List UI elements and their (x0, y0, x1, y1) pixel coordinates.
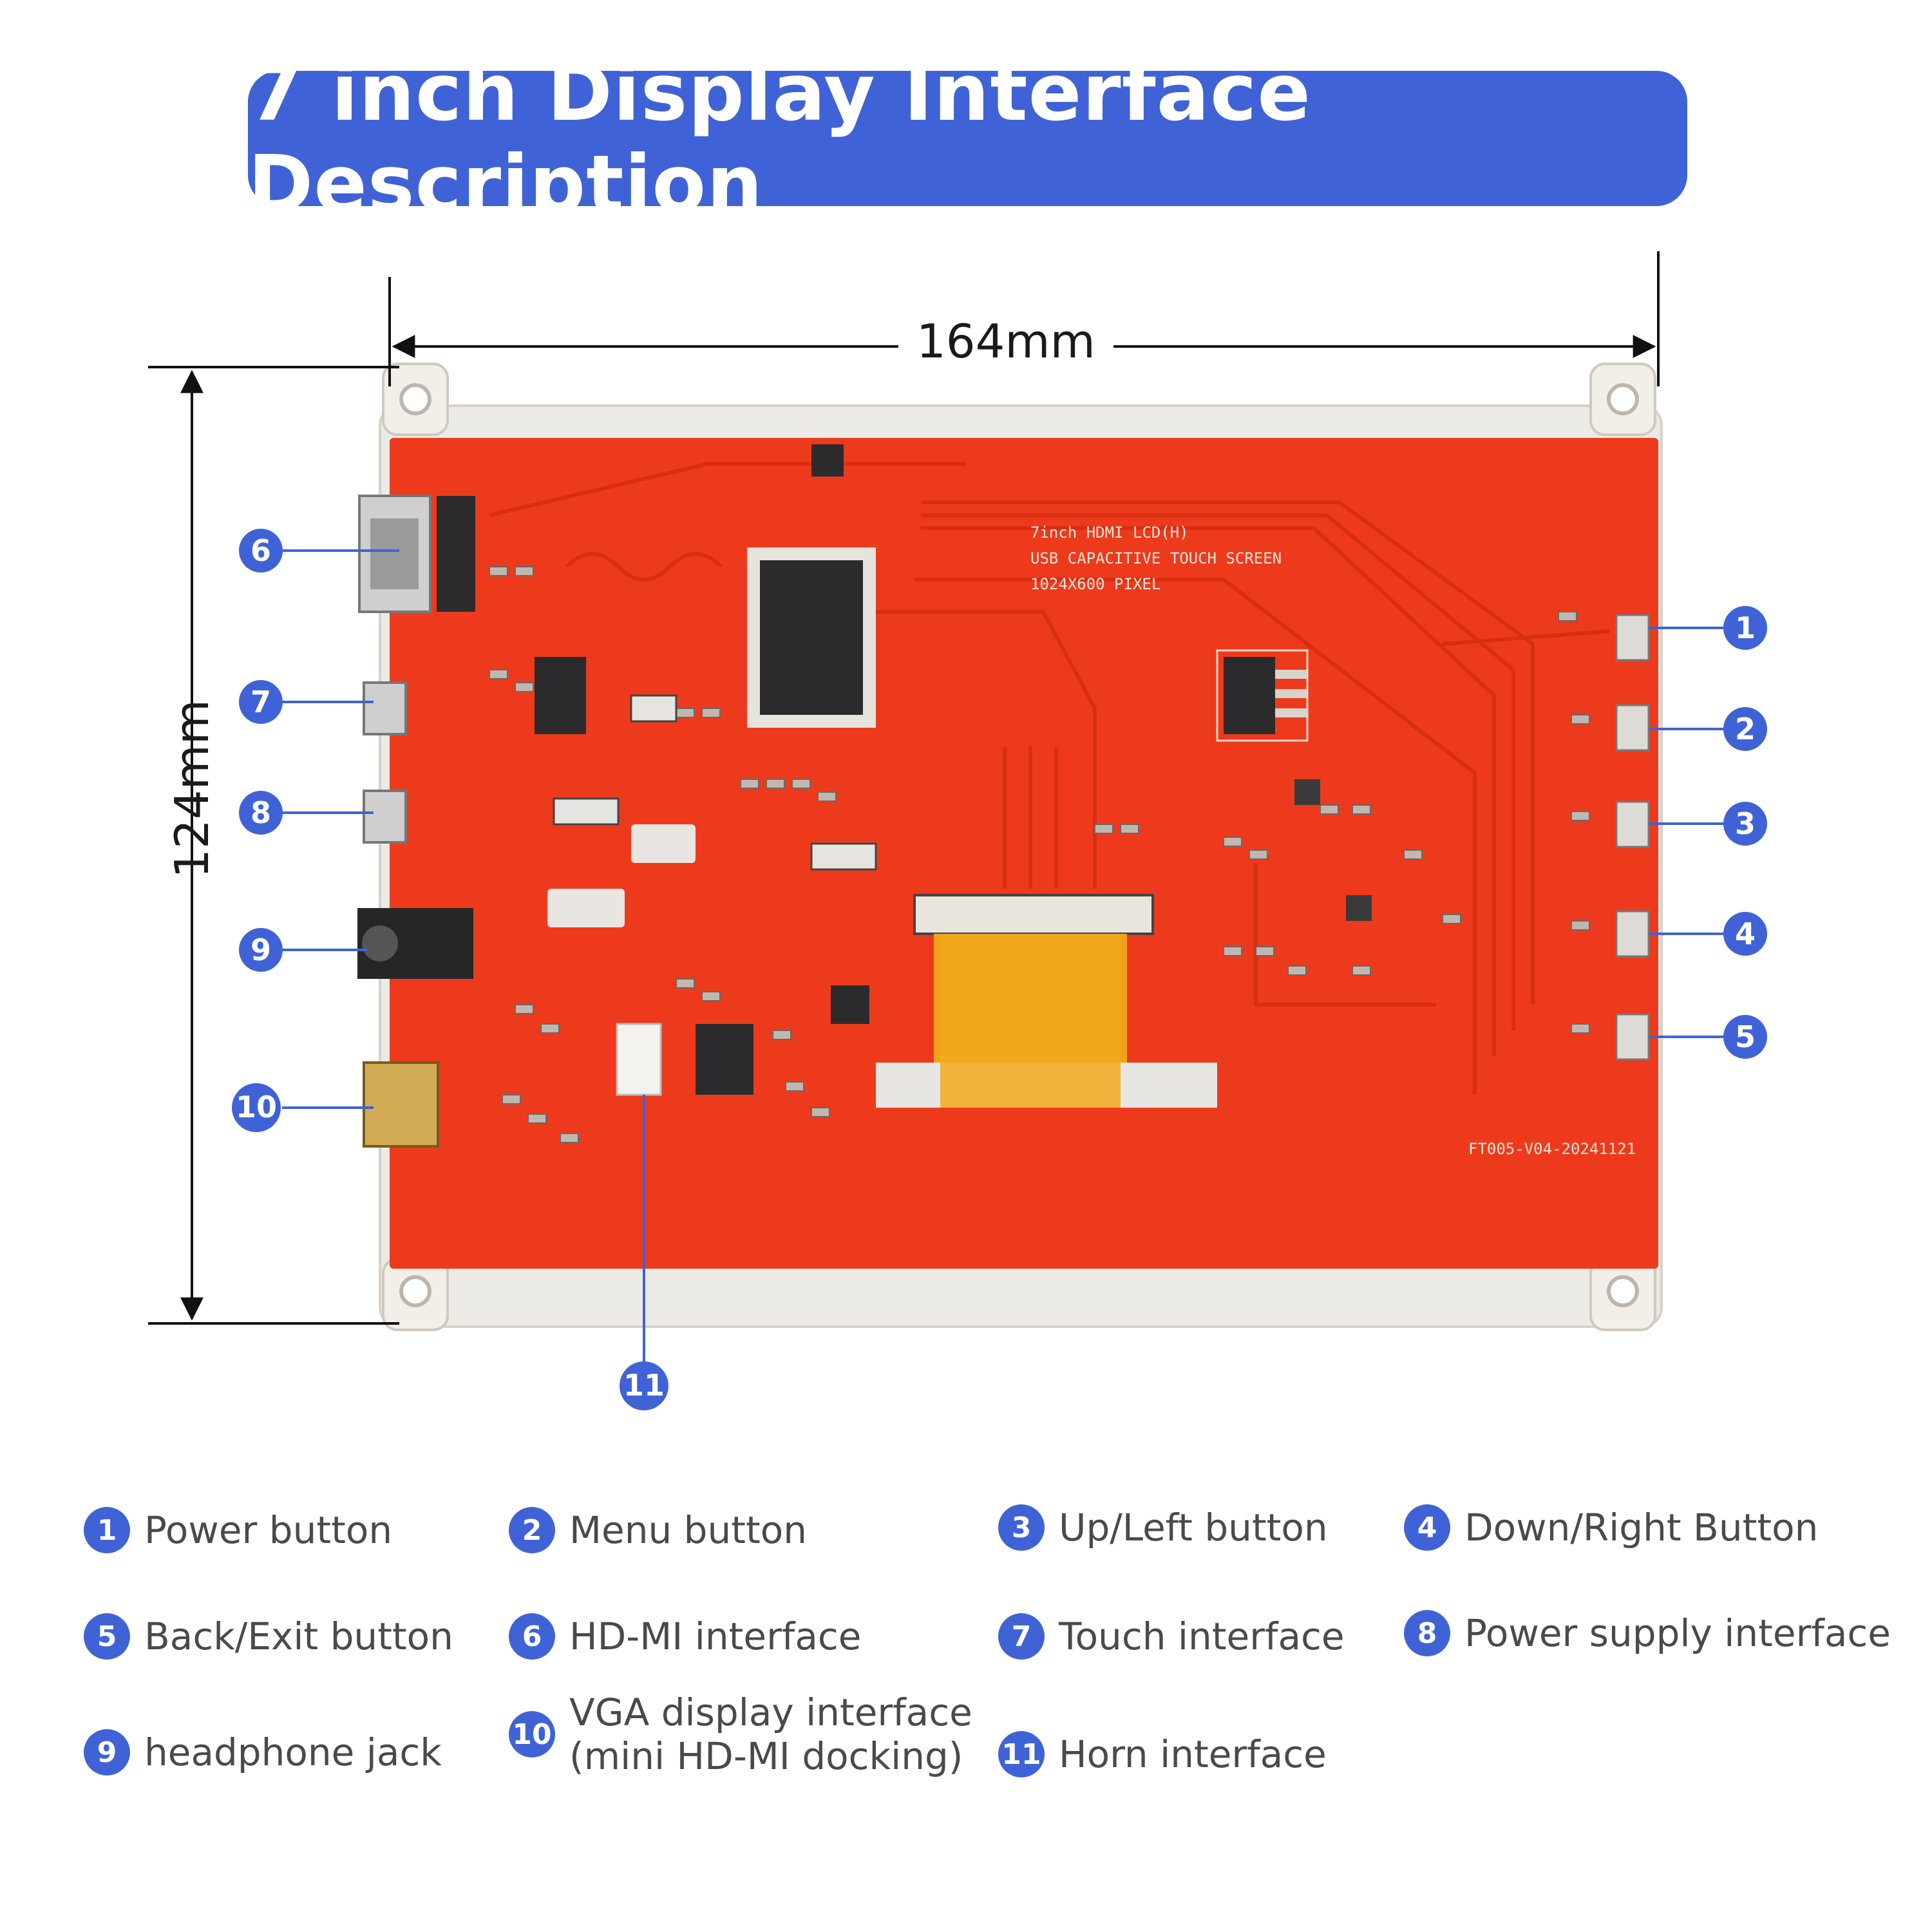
small-fpc-connector (810, 842, 877, 871)
callout-badge-8: 8 (239, 791, 283, 835)
board-version-label: FT005-V04-20241121 (1468, 1140, 1636, 1158)
svg-text:5: 5 (1735, 1019, 1756, 1054)
height-dimension (148, 366, 399, 1325)
legend-item-6: 6 HD-MI interface (509, 1613, 861, 1660)
ic-chip (535, 657, 586, 734)
silkscreen-line-3: 1024X600 PIXEL (1030, 575, 1160, 593)
main-chip (747, 547, 876, 728)
micro-usb-power-port (363, 790, 407, 844)
legend-number-badge: 7 (998, 1613, 1045, 1660)
legend-number-badge: 10 (509, 1711, 555, 1758)
callout-badge-6: 6 (239, 529, 283, 573)
legend-label: Power button (144, 1508, 393, 1552)
side-buttons (1615, 614, 1650, 1061)
silkscreen-line-2: USB CAPACITIVE TOUCH SCREEN (1030, 549, 1282, 567)
horn-connector (616, 1023, 662, 1096)
fpc-ribbon (876, 894, 1217, 1108)
voltage-regulator (1216, 649, 1309, 742)
micro-usb-touch-port (363, 681, 407, 735)
svg-text:3: 3 (1735, 806, 1756, 841)
legend-label: Power supply interface (1464, 1611, 1891, 1655)
ic-chip (696, 1024, 753, 1095)
legend-item-2: 2 Menu button (509, 1507, 807, 1553)
legend-item-5: 5 Back/Exit button (84, 1613, 453, 1660)
svg-text:4: 4 (1735, 916, 1756, 951)
board-cutout (631, 824, 696, 863)
legend-number-badge: 6 (509, 1613, 555, 1660)
legend-item-9: 9 headphone jack (84, 1729, 442, 1776)
small-fpc-connector (553, 797, 620, 826)
small-fpc-connector (630, 694, 677, 723)
legend-label: Up/Left button (1059, 1505, 1328, 1549)
width-dimension-label: 164mm (898, 314, 1113, 368)
inductor (1346, 895, 1372, 921)
legend-label: Horn interface (1059, 1732, 1327, 1776)
board-cutout (547, 889, 625, 927)
page-title: 7 inch Display Interface Description (248, 47, 1312, 230)
headphone-jack-port (357, 908, 473, 979)
pcb-traces (489, 462, 1611, 1095)
smd-components (489, 566, 1590, 1143)
legend-item-10: 10 VGA display interface (mini HD-MI doc… (509, 1690, 972, 1779)
legend-number-badge: 5 (84, 1613, 130, 1660)
legend-label: HD-MI interface (569, 1614, 862, 1658)
legend-number-badge: 8 (1404, 1610, 1450, 1656)
legend-number-badge: 3 (998, 1504, 1045, 1551)
callout-leaders (282, 549, 1725, 1362)
svg-text:10: 10 (236, 1090, 277, 1124)
legend-item-4: 4 Down/Right Button (1404, 1504, 1818, 1551)
callout-badge-10: 10 (232, 1083, 281, 1132)
callout-badge-9: 9 (239, 928, 283, 972)
callout-badge-11: 11 (620, 1361, 668, 1410)
callout-badge-7: 7 (239, 680, 283, 724)
ic-chip (831, 985, 869, 1024)
inductor (1294, 779, 1320, 805)
legend-number-badge: 9 (84, 1729, 130, 1776)
legend-item-7: 7 Touch interface (998, 1613, 1345, 1660)
callout-badge-4: 4 (1723, 912, 1767, 956)
hdmi-port (358, 495, 475, 613)
svg-text:11: 11 (623, 1368, 665, 1403)
legend-label: headphone jack (144, 1730, 442, 1774)
legend-label: Touch interface (1059, 1614, 1345, 1658)
legend-number-badge: 4 (1404, 1504, 1450, 1551)
legend-number-badge: 11 (998, 1731, 1045, 1777)
legend-item-1: 1 Power button (84, 1507, 392, 1553)
callout-badge-3: 3 (1723, 802, 1767, 846)
svg-text:6: 6 (251, 533, 271, 568)
legend-number-badge: 2 (509, 1507, 555, 1553)
mini-hdmi-port (363, 1061, 439, 1148)
legend-item-3: 3 Up/Left button (998, 1504, 1328, 1551)
svg-text:1: 1 (1735, 611, 1756, 645)
svg-text:8: 8 (251, 795, 271, 830)
legend-label: Menu button (569, 1508, 807, 1552)
ic-chip (811, 444, 844, 477)
height-dimension-label: 124mm (165, 699, 219, 878)
svg-text:9: 9 (251, 933, 271, 967)
title-banner: 7 inch Display Interface Description (248, 47, 1687, 230)
legend-label: VGA display interface (mini HD-MI dockin… (569, 1690, 972, 1779)
legend-label: Down/Right Button (1464, 1505, 1819, 1549)
callout-badge-5: 5 (1723, 1015, 1767, 1059)
legend-number-badge: 1 (84, 1507, 130, 1553)
svg-text:7: 7 (251, 685, 271, 719)
legend-label: Back/Exit button (144, 1614, 453, 1658)
callout-badge-1: 1 (1723, 606, 1767, 650)
legend-item-11: 11 Horn interface (998, 1731, 1327, 1777)
silkscreen-line-1: 7inch HDMI LCD(H) (1030, 524, 1189, 542)
mounting-holes (399, 383, 1639, 1307)
legend-item-8: 8 Power supply interface (1404, 1610, 1891, 1656)
callout-badge-2: 2 (1723, 707, 1767, 751)
svg-text:2: 2 (1735, 712, 1756, 746)
